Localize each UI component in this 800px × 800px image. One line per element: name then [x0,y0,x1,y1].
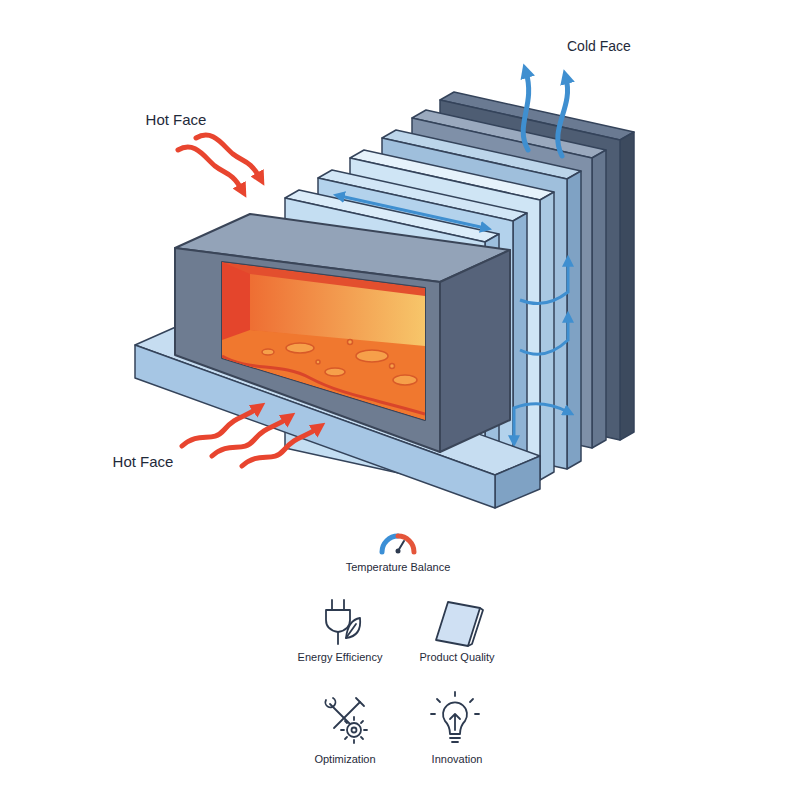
icon-caption: Product Quality [419,651,494,664]
icon-caption: Optimization [314,753,375,766]
circulation-arrows [514,262,568,440]
furnace-frame [175,214,510,452]
cold-face-arrows [523,72,567,156]
gauge-icon [382,536,414,554]
hot-face-label: Hot Face [113,453,174,471]
molten-chamber [222,262,425,420]
innovation-icon [431,692,479,742]
hot-face-label: Hot Face [146,111,207,129]
energy-icon [326,600,360,644]
heat-spread-arrow [340,196,485,228]
optimization-icon [325,698,367,743]
hot-face-arrows-top [178,135,260,190]
icon-caption: Innovation [432,753,483,766]
quality-icon [436,602,483,646]
icon-caption: Temperature Balance [346,561,451,574]
cold-face-label: Cold Face [567,38,631,55]
hot-face-arrows-bottom [182,408,318,466]
icon-caption: Energy Efficiency [298,651,383,664]
